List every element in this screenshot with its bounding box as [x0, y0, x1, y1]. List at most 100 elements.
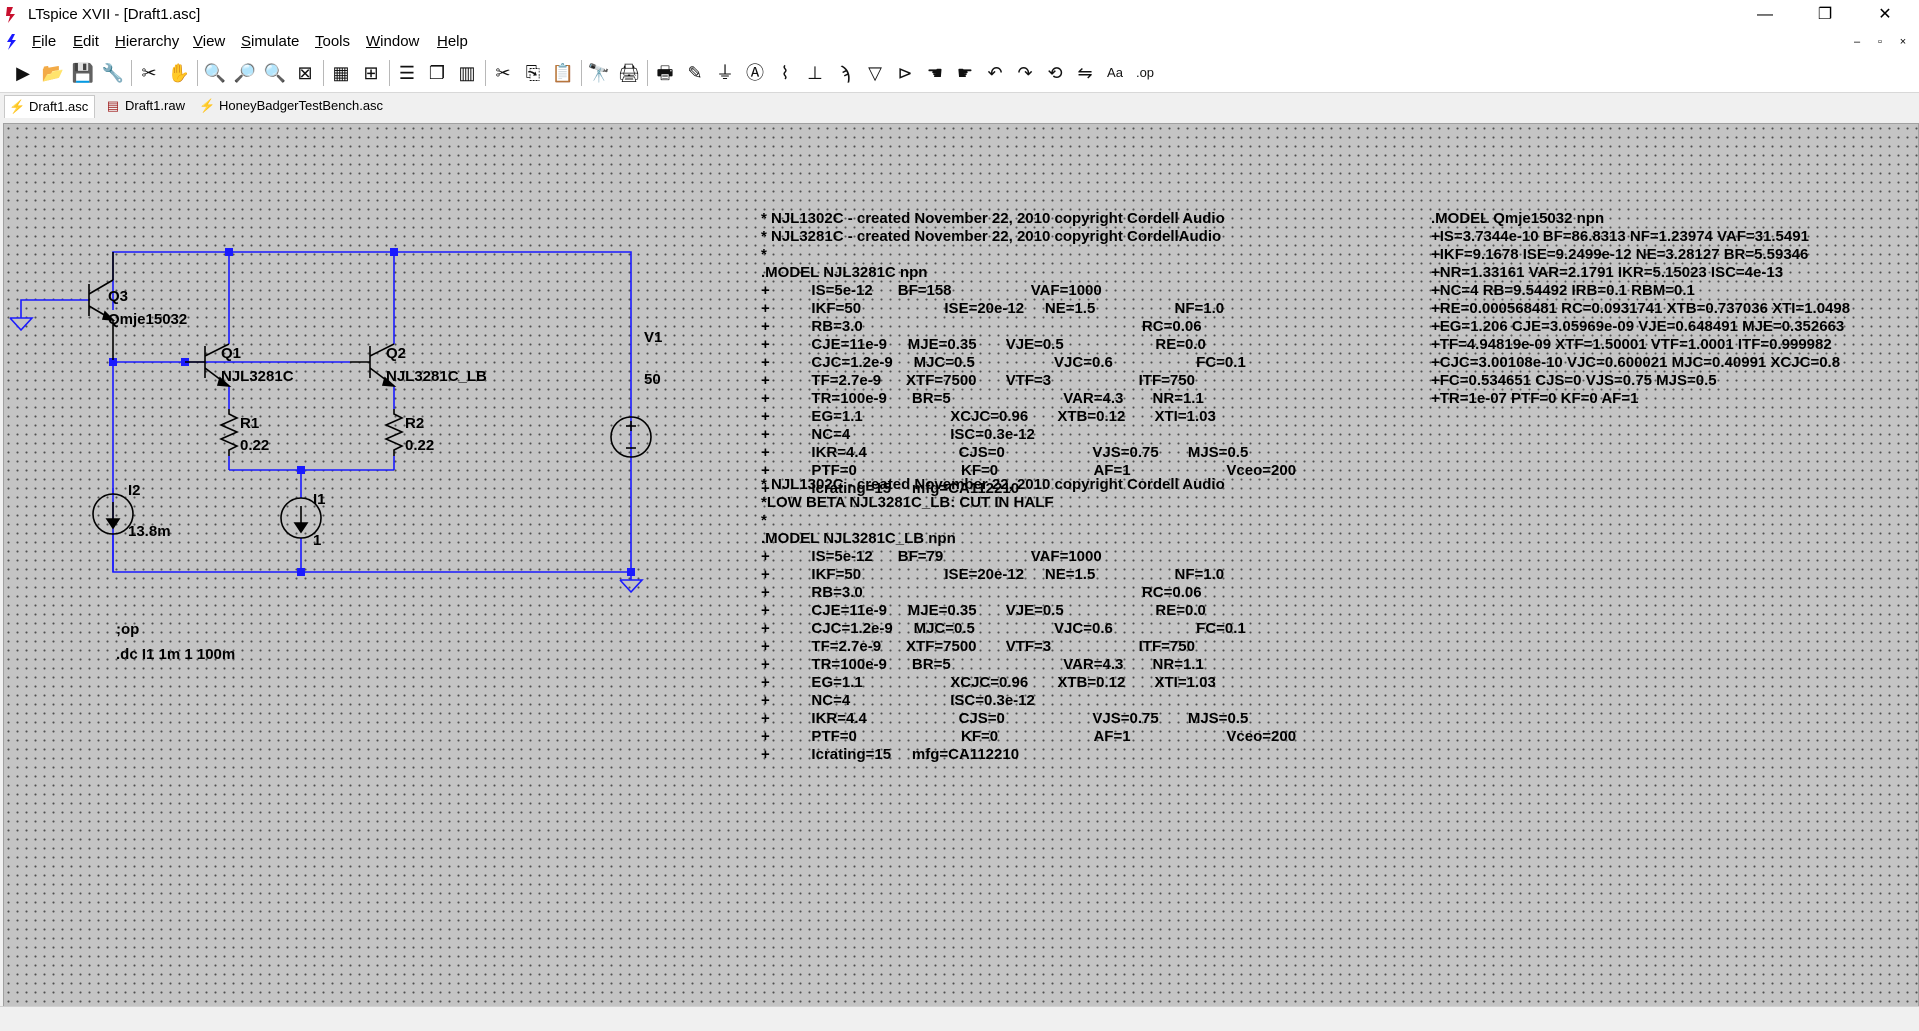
current-source-i1-symbol[interactable]	[280, 497, 322, 539]
menu-window[interactable]: Window	[366, 33, 420, 50]
i2-name-label: I2	[128, 482, 141, 499]
zoom-in-icon[interactable]: 🔍	[203, 63, 227, 83]
toolbar-separator	[131, 60, 132, 86]
resistor-r1-symbol[interactable]	[219, 409, 239, 456]
zoom-fit-icon[interactable]: ⊠	[297, 63, 313, 83]
q2-value-label: NJL3281C_LB	[386, 368, 487, 385]
restore-button[interactable]: ❐	[1817, 6, 1833, 23]
spice-model-njl3281c[interactable]: * NJL1302C - created November 22, 2010 c…	[761, 210, 1297, 497]
menu-bar: File Edit Hierarchy View Simulate Tools …	[0, 30, 1919, 54]
r1-value-label: 0.22	[240, 437, 269, 454]
control-panel-icon[interactable]: 🔧	[101, 63, 125, 83]
menu-file[interactable]: File	[32, 33, 57, 50]
rotate-icon[interactable]: ⟲	[1047, 63, 1063, 83]
transistor-q2-symbol[interactable]	[350, 343, 397, 388]
net-label-icon[interactable]: Ⓐ	[746, 63, 764, 83]
save-icon[interactable]: 💾	[71, 63, 95, 83]
v1-value-label: 50	[644, 371, 661, 388]
r2-name-label: R2	[405, 415, 424, 432]
q1-name-label: Q1	[221, 345, 241, 362]
i1-value-label: 1	[313, 532, 321, 549]
cascade-icon[interactable]: ❐	[428, 63, 446, 83]
capacitor-icon[interactable]: ⊥	[807, 63, 823, 83]
redo-icon[interactable]: ↷	[1017, 63, 1033, 83]
tab-label: HoneyBadgerTestBench.asc	[219, 98, 384, 113]
title-bar: LTspice XVII - [Draft1.asc] — ❐ ✕	[0, 0, 1919, 30]
resistor-r2-symbol[interactable]	[384, 409, 404, 456]
tile-vertical-icon[interactable]: ▥	[458, 63, 476, 83]
autorange-icon[interactable]: ▦	[332, 63, 350, 83]
schematic-icon: ⚡	[199, 98, 216, 113]
cut-icon[interactable]: ✂	[495, 63, 511, 83]
menu-view[interactable]: View	[193, 33, 226, 50]
spice-model-qmje15032[interactable]: .MODEL Qmje15032 npn +IS=3.7344e-10 BF=8…	[1431, 210, 1851, 407]
print-icon[interactable]: 🖶	[656, 63, 674, 83]
op-directive[interactable]: ;op	[116, 621, 139, 638]
toolbar-separator	[389, 60, 390, 86]
mirror-icon[interactable]: ⇋	[1077, 63, 1093, 83]
q3-name-label: Q3	[108, 288, 128, 305]
tile-horizontal-icon[interactable]: ☰	[398, 63, 416, 83]
i1-name-label: I1	[313, 491, 326, 508]
transistor-q3-symbol[interactable]	[88, 252, 116, 360]
spice-directive-icon[interactable]: .op	[1135, 65, 1155, 80]
menu-help[interactable]: Help	[437, 33, 468, 50]
q3-value-label: Qmje15032	[108, 311, 187, 328]
component-icon[interactable]: ⊳	[897, 63, 913, 83]
ground-icon[interactable]: ⏚	[716, 63, 734, 83]
tab-bar: ⚡ Draft1.asc ▤ Draft1.raw ⚡ HoneyBadgerT…	[0, 93, 1919, 119]
dc-sweep-directive[interactable]: .dc I1 1m 1 100m	[116, 646, 235, 663]
close-button[interactable]: ✕	[1878, 6, 1892, 23]
undo-icon[interactable]: ↶	[987, 63, 1003, 83]
diode-icon[interactable]: ▽	[868, 63, 882, 83]
window-title: LTspice XVII - [Draft1.asc]	[28, 6, 201, 23]
zoom-out-icon[interactable]: 🔍	[263, 63, 287, 83]
current-source-i2-symbol[interactable]	[92, 493, 134, 535]
transistor-q1-symbol[interactable]	[185, 343, 232, 388]
tab-honeybadger-asc[interactable]: ⚡ HoneyBadgerTestBench.asc	[195, 95, 389, 117]
grid-icon[interactable]: ⊞	[363, 63, 379, 83]
tab-label: Draft1.raw	[125, 98, 185, 113]
halt-icon[interactable]: ✂	[141, 63, 157, 83]
schematic-drawing: Q3 Qmje15032 Q1 NJL3281C Q2 NJL3281C_LB …	[9, 248, 662, 663]
schematic-canvas[interactable]: Q3 Qmje15032 Q1 NJL3281C Q2 NJL3281C_LB …	[3, 123, 1919, 1007]
move-icon[interactable]: ☚	[926, 63, 944, 83]
find-icon[interactable]: 🔭	[587, 63, 611, 83]
menu-simulate[interactable]: Simulate	[241, 33, 300, 50]
voltage-source-v1-symbol[interactable]	[610, 416, 652, 458]
toolbar-separator	[323, 60, 324, 86]
r2-value-label: 0.22	[405, 437, 434, 454]
waveform-icon: ▤	[106, 98, 120, 113]
q1-value-label: NJL3281C	[221, 368, 294, 385]
toolbar-separator	[197, 60, 198, 86]
inductor-icon[interactable]: ϡ	[839, 63, 851, 83]
pan-icon[interactable]: ✋	[167, 63, 191, 83]
q2-name-label: Q2	[386, 345, 406, 362]
mdi-close-button[interactable]: ×	[1899, 36, 1907, 48]
toolbar-separator	[647, 60, 648, 86]
tab-draft1-asc[interactable]: ⚡ Draft1.asc	[4, 95, 96, 118]
drag-icon[interactable]: ☛	[956, 63, 974, 83]
paste-icon[interactable]: 📋	[551, 63, 575, 83]
status-bar	[0, 1006, 1919, 1031]
copy-icon[interactable]: ⎘	[525, 63, 541, 83]
spice-model-njl3281c-lb[interactable]: * NJL1302C - created November 22, 2010 c…	[761, 476, 1297, 763]
menu-tools[interactable]: Tools	[315, 33, 351, 50]
wires	[9, 251, 644, 594]
print-preview-icon[interactable]: 🖨	[617, 63, 641, 83]
zoom-area-icon[interactable]: 🔎	[233, 63, 257, 83]
schematic-doc-icon[interactable]	[2, 32, 22, 52]
i2-value-label: 13.8m	[128, 523, 171, 540]
mdi-restore-button[interactable]: ▫	[1878, 36, 1882, 48]
tab-draft1-raw[interactable]: ▤ Draft1.raw	[101, 95, 191, 117]
menu-hierarchy[interactable]: Hierarchy	[115, 33, 180, 50]
run-icon[interactable]: ▶	[16, 63, 30, 83]
draw-wire-icon[interactable]: ✎	[687, 63, 703, 83]
v1-name-label: V1	[644, 329, 662, 346]
resistor-icon[interactable]: ⌇	[780, 63, 790, 83]
text-icon[interactable]: Aa	[1107, 65, 1123, 80]
minimize-button[interactable]: —	[1757, 6, 1773, 23]
open-icon[interactable]: 📂	[41, 63, 65, 83]
mdi-minimize-button[interactable]: –	[1853, 36, 1861, 48]
menu-edit[interactable]: Edit	[73, 33, 99, 50]
